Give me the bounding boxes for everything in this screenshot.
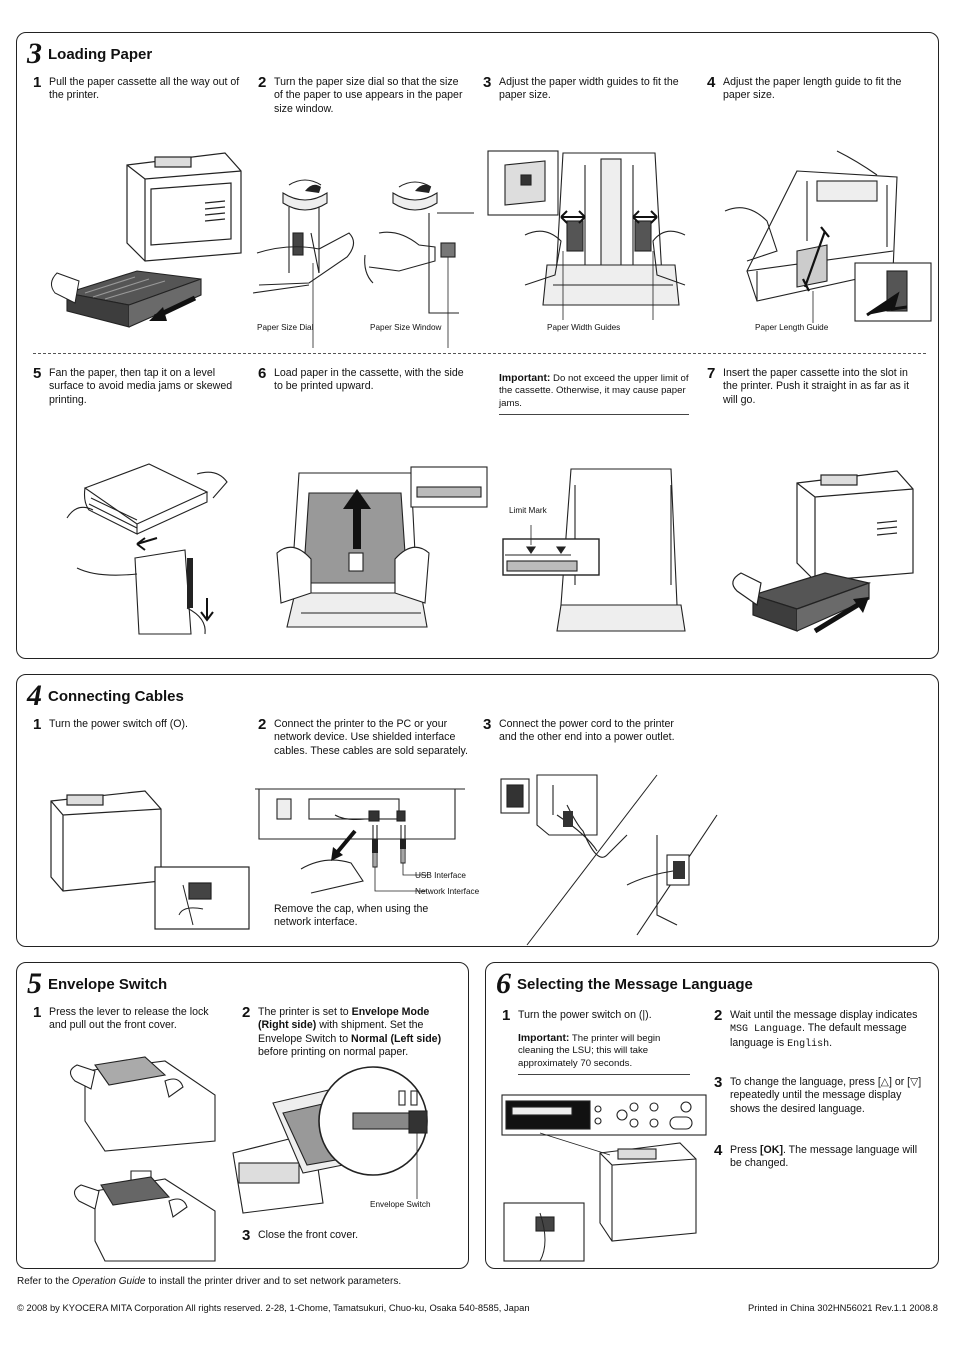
message-language-heading: 6 Selecting the Message Language — [496, 969, 753, 999]
msg-language-display-text: MSG Language — [730, 1024, 803, 1036]
usb-interface-caption: USB Interface — [415, 871, 466, 880]
paper-width-guides-illustration — [487, 150, 686, 320]
step-4: 4 Adjust the paper length guide to fit t… — [707, 74, 902, 102]
paper-length-guide-caption: Paper Length Guide — [755, 323, 829, 332]
english-display-text: English — [787, 1038, 830, 1050]
paper-size-dial-caption: Paper Size Dial — [257, 323, 314, 332]
connecting-cables-panel: 4 Connecting Cables 1 Turn the power swi… — [16, 674, 939, 947]
step-4: 4 Press [OK]. The message language will … — [714, 1142, 918, 1170]
step-1: 1 Turn the power switch off (O). — [33, 716, 188, 733]
step-1: 1 Turn the power switch on (|). — [502, 1007, 652, 1024]
limit-mark-caption: Limit Mark — [509, 506, 547, 515]
step-7: 7 Insert the paper cassette into the slo… — [707, 365, 910, 406]
refer-operation-guide-note: Refer to the Operation Guide to install … — [17, 1276, 402, 1287]
interface-ports-illustration — [255, 788, 465, 894]
important-label: Important: — [518, 1033, 570, 1044]
paper-size-dial-illustration — [252, 179, 474, 348]
operation-panel-illustration — [501, 1094, 707, 1262]
loading-paper-panel: 3 Loading Paper 1 Pull the paper cassett… — [16, 32, 939, 659]
message-language-panel: 6 Selecting the Message Language 1 Turn … — [485, 962, 939, 1269]
section-title: Loading Paper — [48, 45, 153, 63]
section-title: Selecting the Message Language — [517, 975, 753, 993]
envelope-switch-caption: Envelope Switch — [370, 1200, 431, 1209]
important-text: Do not exceed the upper limit of the cas… — [499, 373, 689, 409]
paper-width-guides-caption: Paper Width Guides — [547, 323, 621, 332]
load-paper-cassette-illustration — [276, 466, 488, 628]
print-info: Printed in China 302HN56021 Rev.1.1 2008… — [747, 1302, 938, 1313]
envelope-switch-illustration — [232, 1066, 428, 1214]
power-switch-off-illustration — [50, 790, 250, 930]
step-1: 1 Press the lever to release the lock an… — [33, 1004, 209, 1032]
copyright-notice: © 2008 by KYOCERA MITA Corporation All r… — [17, 1302, 530, 1313]
section-number: 4 — [27, 679, 42, 712]
row-separator — [33, 353, 926, 354]
important-text: The printer will begin cleaning the LSU;… — [518, 1033, 661, 1069]
important-note-lsu: Important: The printer will begin cleani… — [518, 1033, 690, 1076]
power-cord-illustration — [500, 774, 718, 946]
step-2: 2 The printer is set to Envelope Mode (R… — [242, 1004, 442, 1059]
step-1: 1 Pull the paper cassette all the way ou… — [33, 74, 240, 102]
step-3: 3 Adjust the paper width guides to fit t… — [483, 74, 679, 102]
section-number: 3 — [27, 37, 42, 70]
paper-size-window-caption: Paper Size Window — [370, 323, 442, 332]
fan-paper-illustration — [66, 463, 228, 635]
limit-mark-illustration — [502, 468, 686, 632]
printer-pull-cassette-illustration — [51, 152, 242, 328]
step-6: 6 Load paper in the cassette, with the s… — [258, 365, 464, 393]
connecting-cables-heading: 4 Connecting Cables — [27, 681, 184, 711]
loading-paper-heading: 3 Loading Paper — [27, 39, 152, 69]
step-5: 5 Fan the paper, then tap it on a level … — [33, 365, 233, 406]
step-2: 2 Connect the printer to the PC or your … — [258, 716, 468, 757]
section-number: 5 — [27, 967, 42, 1000]
insert-cassette-illustration — [732, 470, 914, 634]
important-label: Important: — [499, 373, 551, 384]
up-arrow-icon: △ — [880, 1076, 889, 1088]
remove-cap-note: Remove the cap, when using the network i… — [274, 903, 429, 929]
important-note-upper-limit: Important: Do not exceed the upper limit… — [499, 373, 689, 416]
open-front-cover-illustration — [69, 1056, 216, 1262]
step-3: 3 Close the front cover. — [242, 1227, 359, 1244]
section-title: Connecting Cables — [48, 687, 184, 705]
envelope-switch-heading: 5 Envelope Switch — [27, 969, 167, 999]
operation-guide-title: Operation Guide — [72, 1276, 146, 1287]
paper-length-guide-illustration — [724, 150, 932, 323]
network-interface-caption: Network Interface — [415, 887, 480, 896]
step-3: 3 To change the language, press [△] or [… — [714, 1074, 922, 1115]
step-2: 2 Wait until the message display indicat… — [714, 1007, 918, 1050]
down-arrow-icon: ▽ — [910, 1076, 919, 1088]
section-title: Envelope Switch — [48, 975, 168, 993]
step-2: 2 Turn the paper size dial so that the s… — [258, 74, 463, 115]
section-number: 6 — [496, 967, 511, 1000]
step-3: 3 Connect the power cord to the printer … — [483, 716, 675, 744]
envelope-switch-panel: 5 Envelope Switch 1 Press the lever to r… — [16, 962, 469, 1269]
